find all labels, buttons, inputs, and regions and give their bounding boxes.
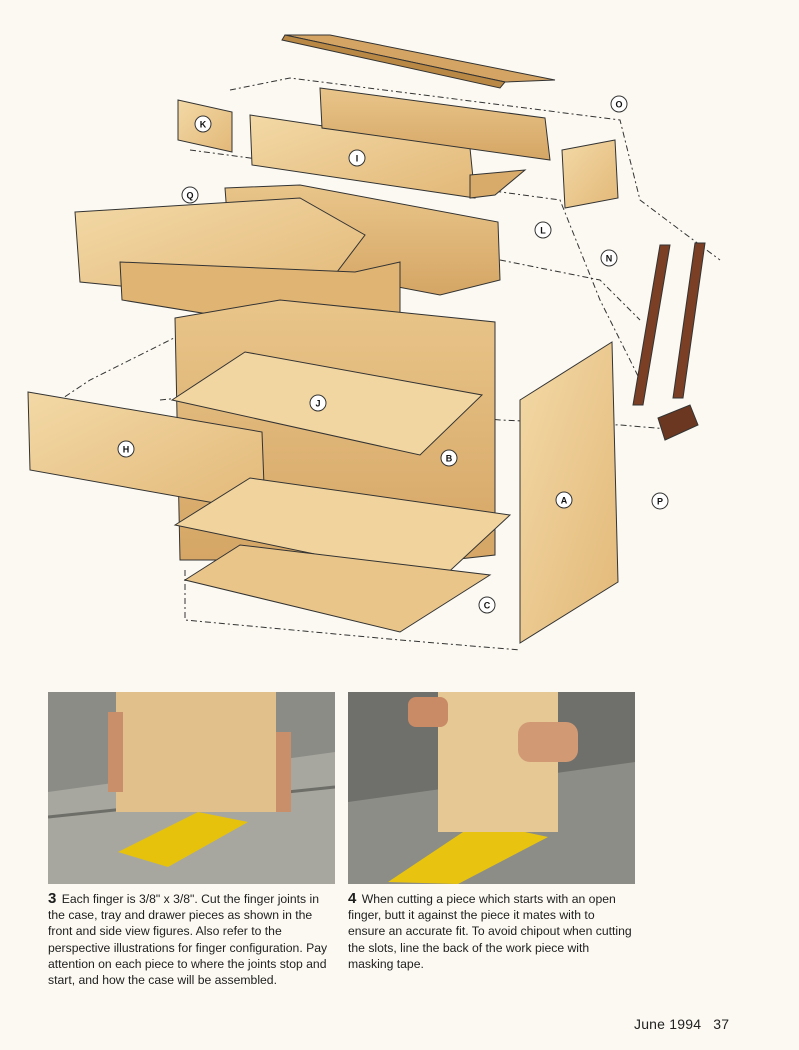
callout-l: L xyxy=(534,221,552,239)
callout-b: B xyxy=(440,449,458,467)
step-number: 4 xyxy=(348,890,357,907)
callout-q: Q xyxy=(181,186,199,204)
issue-date: June 1994 xyxy=(634,1016,702,1032)
label-a: A xyxy=(561,496,568,506)
exploded-assembly-drawing: O K I Q L N J H B A P C xyxy=(27,34,721,651)
step-number: 3 xyxy=(48,890,57,907)
callout-k: J xyxy=(309,394,327,412)
caption-step-4: 4 When cutting a piece which starts with… xyxy=(348,890,635,972)
part-c-bottom xyxy=(183,544,492,633)
label-j: K xyxy=(200,120,207,130)
callout-j: K xyxy=(194,115,212,133)
label-i: I xyxy=(356,154,359,164)
label-q: Q xyxy=(186,191,193,201)
callout-c: C xyxy=(478,596,496,614)
step-text: When cutting a piece which starts with a… xyxy=(348,892,632,971)
label-o: O xyxy=(615,100,622,110)
step-text: Each finger is 3/8" x 3/8". Cut the fing… xyxy=(48,892,328,988)
part-k-shelf xyxy=(170,351,484,456)
callout-n: N xyxy=(600,249,618,267)
callout-a: A xyxy=(555,491,573,509)
label-b: B xyxy=(446,454,453,464)
callout-i: I xyxy=(348,149,366,167)
part-upper-drawer xyxy=(74,184,501,339)
photo-step-4 xyxy=(348,692,635,884)
label-p: P xyxy=(657,497,663,507)
label-k: J xyxy=(315,399,320,409)
page-number: 37 xyxy=(713,1016,730,1032)
callout-p: P xyxy=(651,492,669,510)
part-a-side xyxy=(519,341,619,644)
part-o-lid xyxy=(281,34,556,89)
label-n: N xyxy=(606,254,613,264)
label-l: L xyxy=(540,226,546,236)
part-tray-end-right xyxy=(561,139,619,209)
page-footer: June 1994 37 xyxy=(634,1016,729,1032)
callout-h: H xyxy=(117,440,135,458)
callout-o: O xyxy=(610,95,628,113)
caption-step-3: 3 Each finger is 3/8" x 3/8". Cut the fi… xyxy=(48,890,338,988)
label-c: C xyxy=(484,601,491,611)
photo-step-3 xyxy=(48,692,335,884)
part-p-block xyxy=(657,404,699,441)
label-h: H xyxy=(123,445,130,455)
part-n-dowels xyxy=(632,242,706,406)
